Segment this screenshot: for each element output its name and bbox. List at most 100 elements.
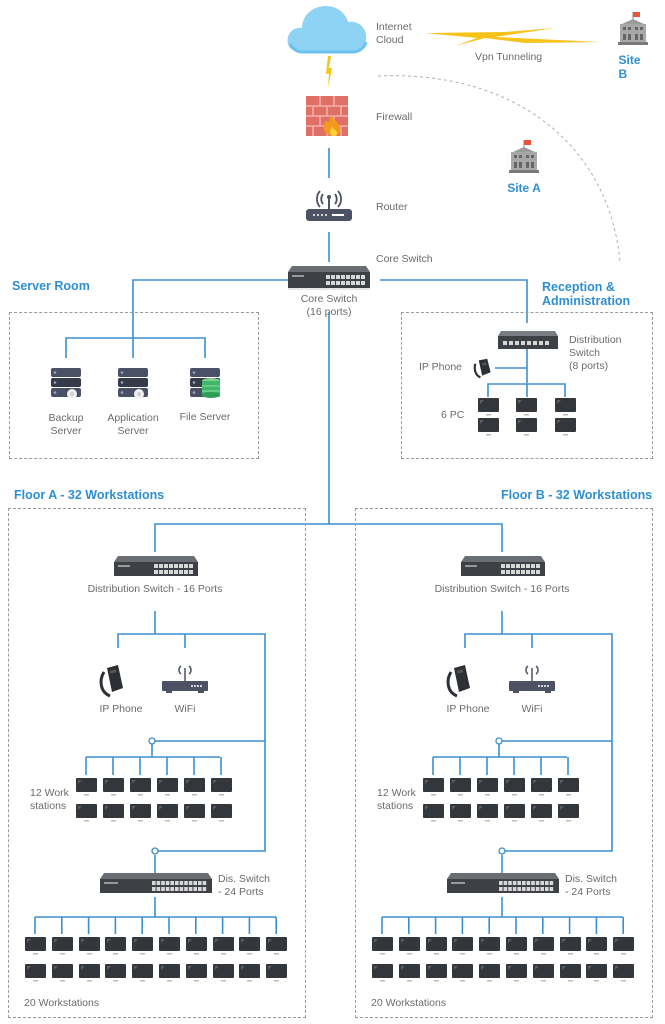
- workstation-icon: [372, 964, 393, 982]
- pc-icon: [478, 398, 499, 416]
- router-icon: [306, 190, 352, 221]
- link-core-serverroom: [132, 279, 288, 338]
- ip-phone-label: IP Phone: [446, 703, 490, 715]
- workstation-icon: [398, 964, 420, 982]
- workstation-icon: [586, 964, 608, 982]
- workstation-icon: [185, 964, 207, 982]
- workstation-icon: [425, 964, 447, 982]
- group2-label: 20 Workstations: [24, 997, 100, 1009]
- workstation-icon: [423, 778, 444, 796]
- reception-pcs-label: 6 PC: [441, 409, 465, 421]
- workstation-icon: [477, 778, 498, 796]
- workstation-icon: [531, 804, 552, 822]
- dis-switch-24-icon: [100, 873, 212, 893]
- floor-title: Floor A - 32 Workstations: [14, 488, 165, 502]
- workstation-icon: [452, 937, 474, 955]
- reception-title: Reception & Administration: [542, 280, 631, 308]
- server-room-title: Server Room: [12, 279, 90, 293]
- workstation-icon: [450, 778, 471, 796]
- ip-phone-icon: [99, 665, 123, 698]
- workstation-icon: [25, 937, 46, 955]
- workstation-icon: [613, 937, 635, 955]
- ip-phone-label: IP Phone: [99, 703, 143, 715]
- floor-b-box: [355, 508, 653, 1018]
- workstation-icon: [159, 937, 180, 955]
- workstation-icon: [78, 964, 100, 982]
- workstation-icon: [477, 804, 498, 822]
- core-switch-label: Core Switch (16 ports): [300, 293, 358, 318]
- firewall-icon: [306, 96, 348, 136]
- wifi-router-icon: [162, 665, 208, 693]
- workstation-icon: [531, 778, 552, 796]
- site-b-label: Site B: [618, 53, 641, 81]
- site-b-building-icon: [618, 12, 648, 45]
- application-server-icon: [118, 368, 148, 399]
- workstation-icon: [479, 964, 501, 982]
- workstation-icon: [212, 937, 234, 955]
- link-floor-a: [154, 523, 503, 552]
- workstation-icon: [76, 804, 97, 822]
- workstation-icon: [532, 964, 554, 982]
- workstation-icon: [211, 778, 232, 796]
- workstation-icon: [130, 804, 151, 822]
- cloud-icon: [287, 6, 368, 54]
- firewall-label: Firewall: [376, 111, 413, 123]
- workstation-icon: [78, 937, 100, 955]
- reception-ip-phone-icon: [473, 358, 491, 379]
- workstation-icon: [559, 937, 581, 955]
- wifi-label: WiFi: [521, 703, 543, 715]
- floor-a-box: [8, 508, 306, 1018]
- wifi-label: WiFi: [174, 703, 196, 715]
- workstation-icon: [105, 964, 127, 982]
- workstation-icon: [559, 964, 581, 982]
- pc-icon: [516, 398, 537, 416]
- workstation-icon: [398, 937, 420, 955]
- workstation-icon: [506, 937, 527, 955]
- workstation-icon: [452, 964, 474, 982]
- workstation-icon: [211, 804, 232, 822]
- site-a-label: Site A: [507, 181, 541, 195]
- server-label: File Server: [179, 411, 231, 423]
- workstation-icon: [103, 804, 124, 822]
- workstation-icon: [239, 964, 261, 982]
- junction-dot: [148, 737, 156, 745]
- workstation-icon: [558, 804, 579, 822]
- internet-cloud-label: Internet Cloud: [376, 21, 412, 46]
- core-switch-icon: [288, 266, 370, 290]
- junction-dot: [498, 847, 506, 855]
- workstation-icon: [450, 804, 471, 822]
- workstation-icon: [105, 937, 127, 955]
- core-switch-top-label: Core Switch: [376, 253, 433, 265]
- ip-phone-icon: [446, 665, 470, 698]
- pc-icon: [555, 418, 576, 436]
- workstation-icon: [372, 937, 393, 955]
- pc-icon: [555, 398, 576, 416]
- file-server-icon: [190, 368, 220, 398]
- workstation-icon: [586, 937, 608, 955]
- workstation-icon: [157, 778, 178, 796]
- distribution-switch-16-icon: [461, 556, 545, 576]
- link-server-bus: [65, 337, 206, 358]
- workstation-icon: [212, 964, 234, 982]
- floor-title: Floor B - 32 Workstations: [501, 488, 653, 502]
- workstation-icon: [425, 937, 447, 955]
- distribution-switch-label: Distribution Switch - 16 Ports: [87, 583, 223, 595]
- workstation-icon: [76, 778, 97, 796]
- link-core-reception: [380, 279, 528, 323]
- pc-icon: [478, 418, 499, 436]
- workstation-icon: [558, 778, 579, 796]
- server-room-box: [9, 312, 259, 459]
- server-label: Application Server: [107, 412, 159, 437]
- workstation-icon: [25, 964, 46, 982]
- workstation-icon: [132, 964, 154, 982]
- junction-dot: [495, 737, 503, 745]
- router-label: Router: [376, 201, 408, 213]
- workstation-icon: [157, 804, 178, 822]
- site-a-building-icon: [509, 140, 539, 173]
- workstation-icon: [266, 937, 288, 955]
- workstation-icon: [103, 778, 124, 796]
- reception-box: [401, 312, 653, 459]
- workstation-icon: [185, 937, 207, 955]
